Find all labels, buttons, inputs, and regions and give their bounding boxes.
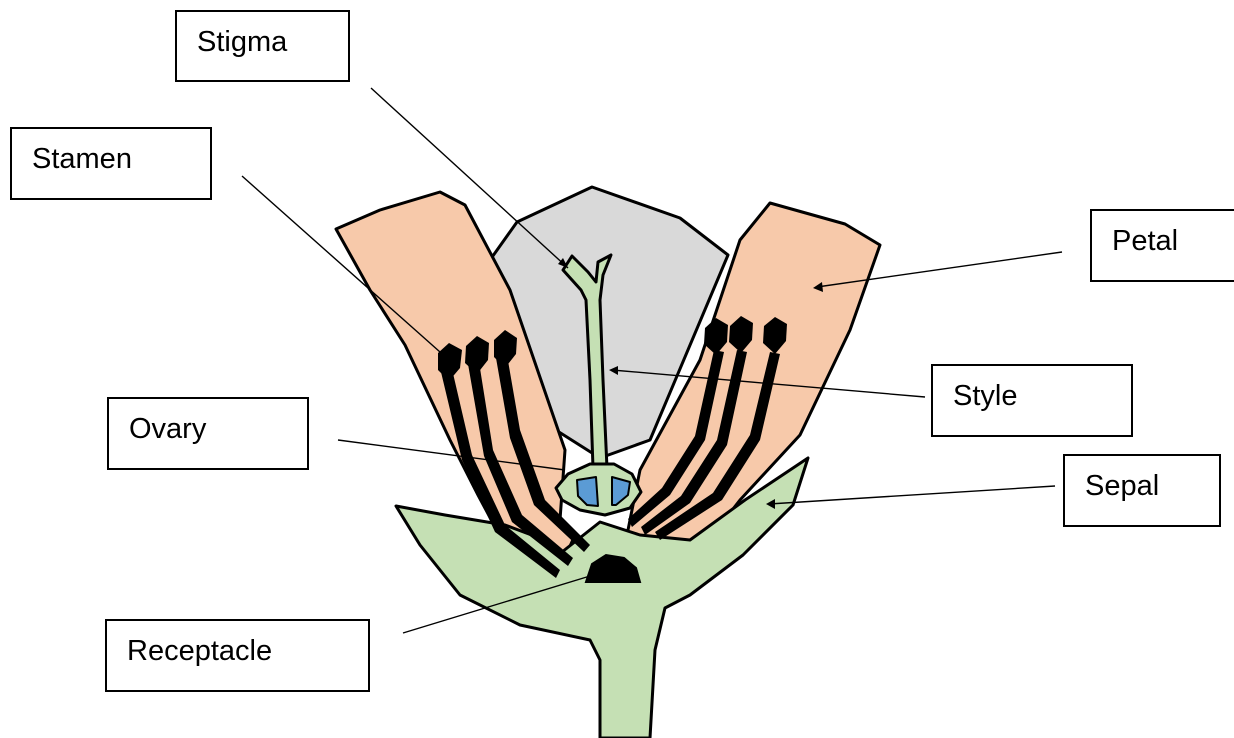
receptacle-label: Receptacle — [105, 619, 370, 692]
style-label: Style — [931, 364, 1133, 437]
sepal-label: Sepal — [1063, 454, 1221, 527]
stamen-label: Stamen — [10, 127, 212, 200]
ovary-label: Ovary — [107, 397, 309, 470]
sepal-leader-line — [769, 486, 1055, 504]
stigma-label: Stigma — [175, 10, 350, 82]
petal-label: Petal — [1090, 209, 1234, 282]
